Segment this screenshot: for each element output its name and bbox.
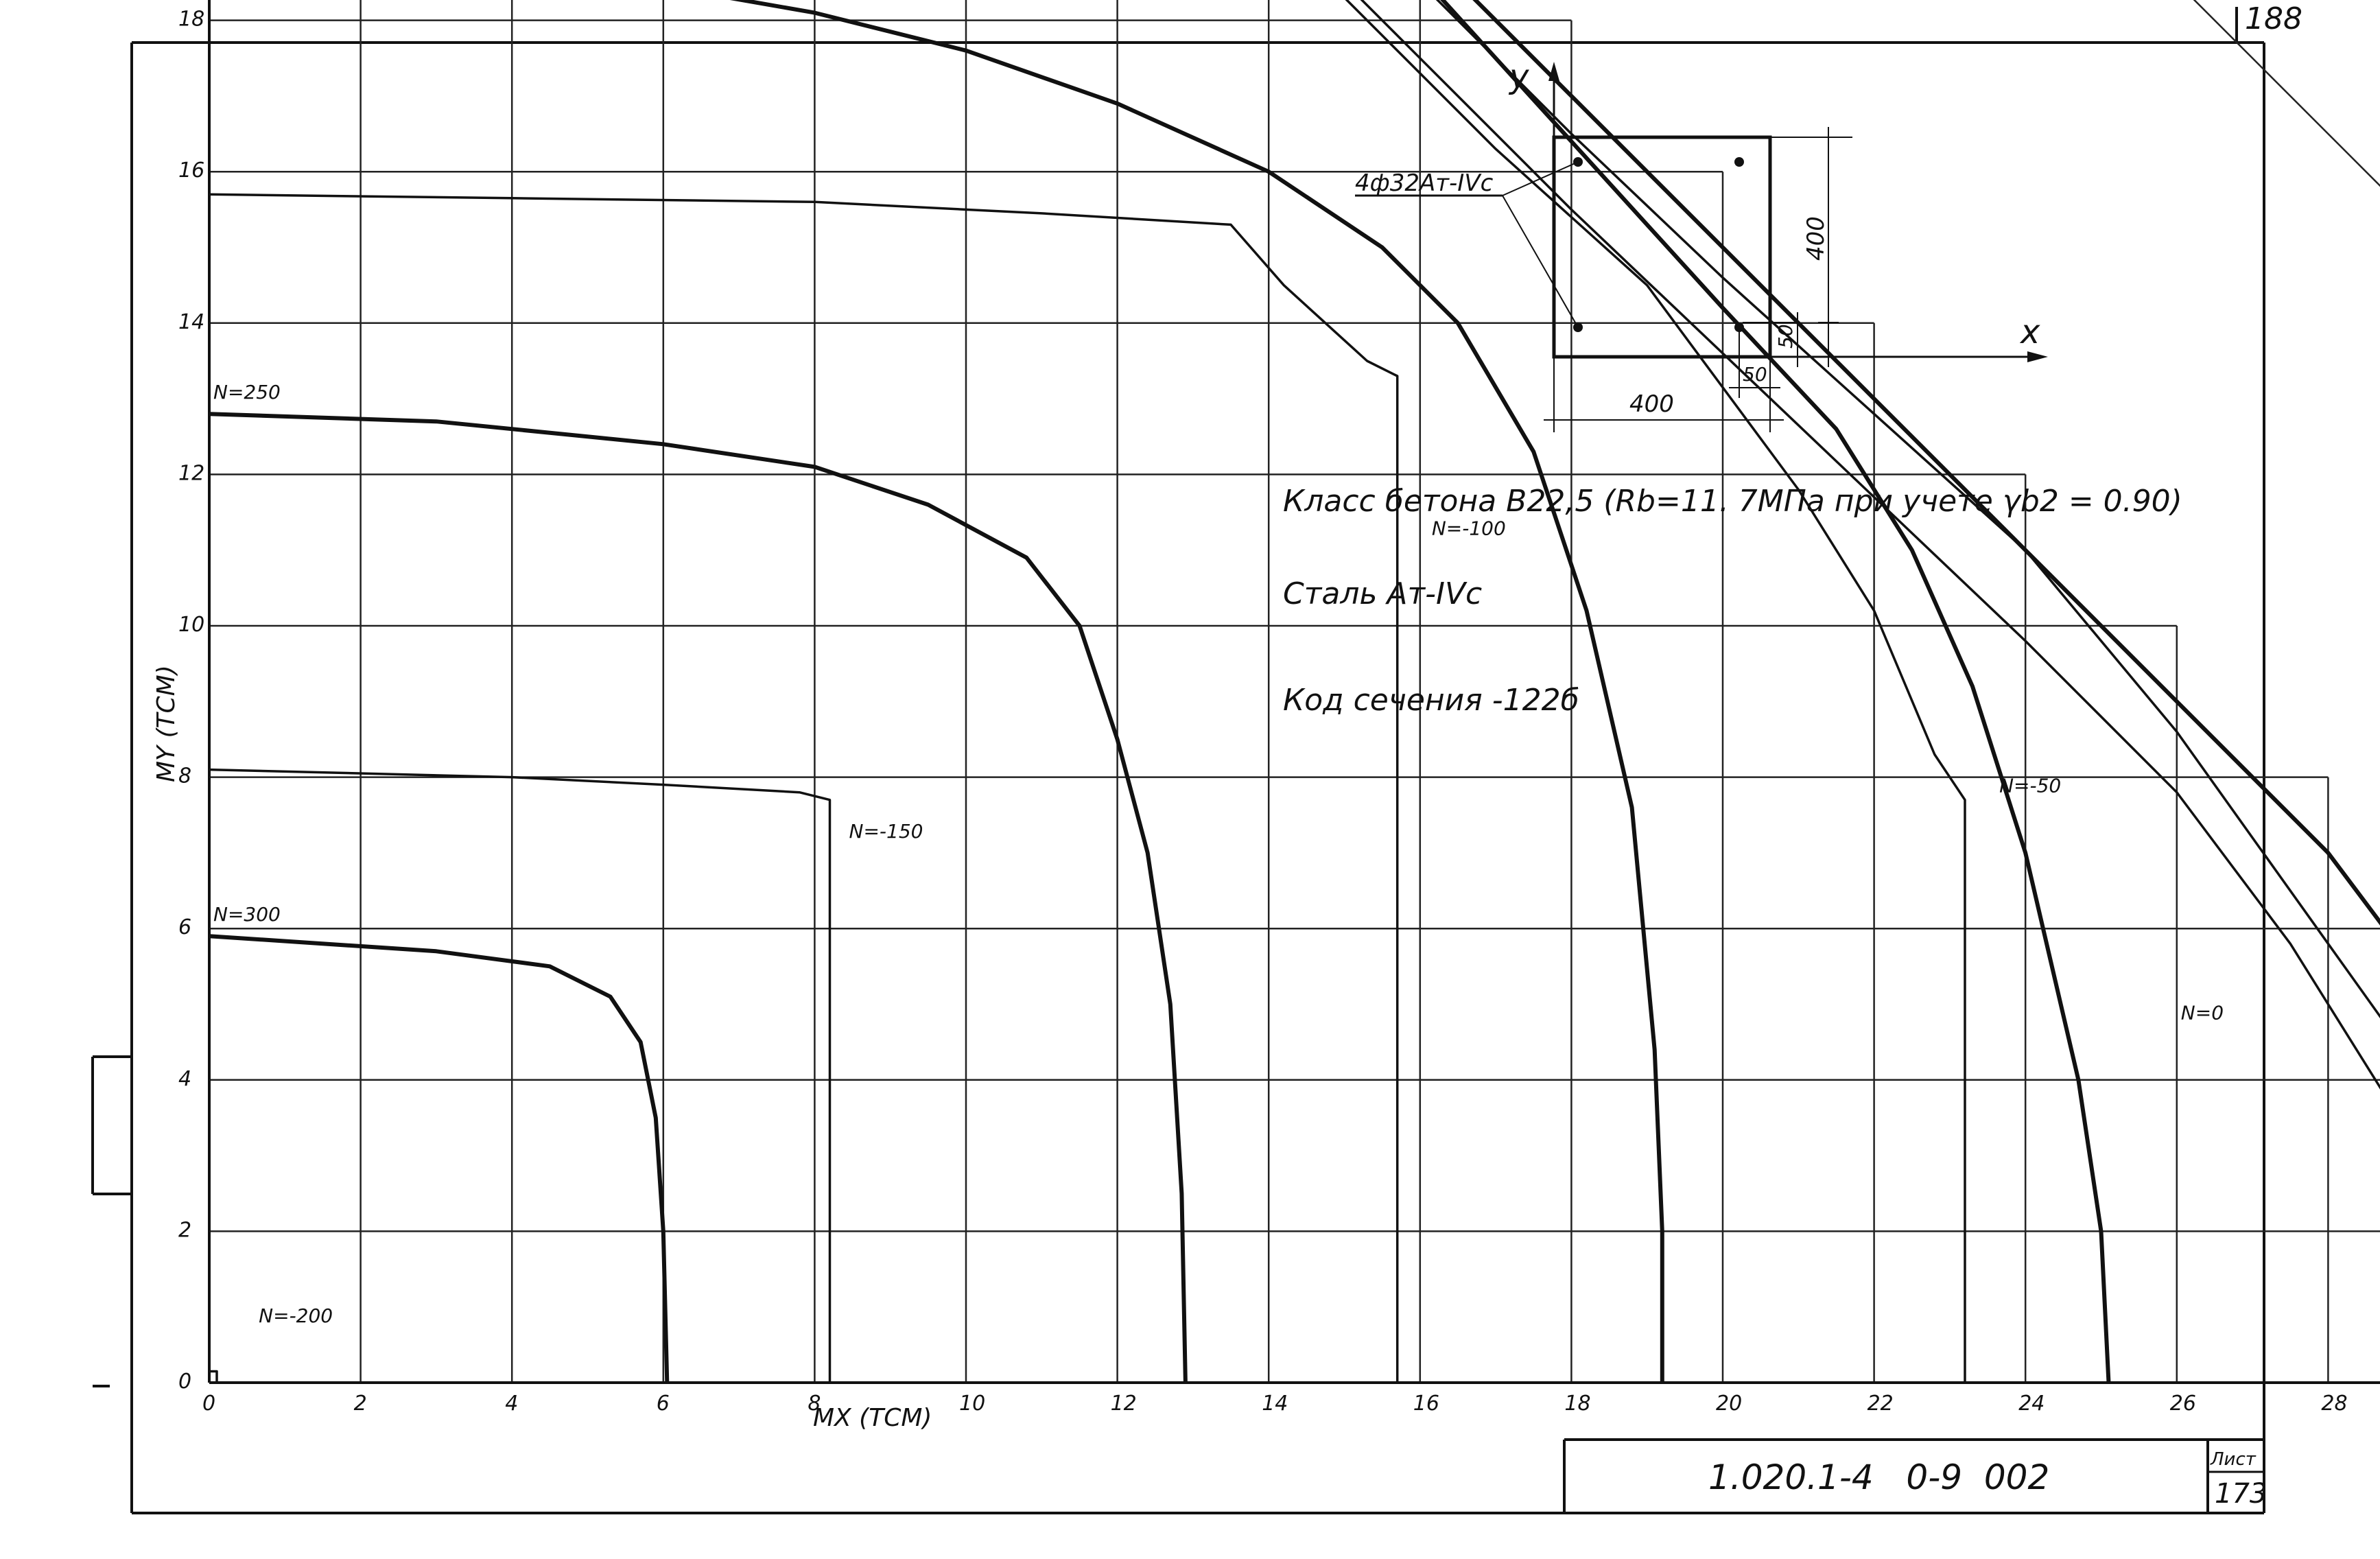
- series-line: [1440, 0, 2111, 1383]
- dimension-width: 400: [1629, 390, 1674, 418]
- series-line: [209, 768, 832, 1383]
- x-tick-label: 8: [808, 1392, 821, 1416]
- series-line: [1435, 0, 2380, 1019]
- chart-curves: [209, 0, 2380, 1383]
- series-line: [1360, 0, 2380, 1090]
- cross-section: 4ф32Ат-IVс 400 400 50 50 x y: [1355, 58, 2048, 432]
- x-tick-label: 18: [1564, 1392, 1590, 1416]
- x-tick-label: 10: [959, 1392, 985, 1416]
- dimension-cover-y: 50: [1774, 324, 1797, 349]
- y-axis-label: MY (ТСМ): [152, 665, 180, 782]
- rebar-dots: [1573, 157, 1744, 332]
- y-tick-label: 2: [178, 1218, 191, 1242]
- y-tick-label: 8: [178, 764, 191, 788]
- series-label: N=-100: [1432, 517, 1506, 540]
- interaction-chart: 0246810121416182022242628303234024681012…: [152, 0, 2380, 1432]
- series-line: [1345, 0, 1966, 1383]
- x-tick-label: 2: [354, 1392, 367, 1416]
- x-axis-label: MX (ТСМ): [813, 1404, 932, 1432]
- series-label: N=250: [213, 381, 281, 403]
- x-tick-label: 6: [657, 1392, 670, 1416]
- list-label: Лист: [2210, 1449, 2257, 1470]
- note-concrete: Класс бетона В22,5 (Rb=11. 7МПа при учет…: [1283, 484, 2182, 519]
- axis-y-label: y: [1508, 58, 1529, 96]
- document-designation: 1.020.1-4 0-9 002: [1708, 1457, 2049, 1497]
- page-number: 188: [2245, 1, 2302, 36]
- series-label: N=-200: [259, 1304, 333, 1327]
- dimension-height: 400: [1802, 216, 1830, 261]
- chart-frame: [208, 0, 2380, 1384]
- note-section-code: Код сечения -122б: [1283, 683, 1579, 718]
- series-label: N=300: [213, 903, 281, 926]
- chart-ticks: 0246810121416182022242628303234024681012…: [178, 8, 2348, 1416]
- x-tick-label: 24: [2018, 1392, 2045, 1416]
- series-label: N=0: [2181, 1002, 2224, 1024]
- x-tick-label: 28: [2321, 1392, 2347, 1416]
- x-tick-label: 4: [505, 1392, 518, 1416]
- rebar-label: 4ф32Ат-IVс: [1355, 169, 1494, 197]
- series-line: [209, 1370, 218, 1383]
- x-tick-label: 26: [2170, 1392, 2196, 1416]
- series-line: [729, 0, 1664, 1383]
- x-tick-label: 22: [1868, 1392, 1894, 1416]
- y-tick-label: 4: [178, 1067, 191, 1091]
- series-labels: N=50N=100N=150N=200N=250N=300N=-50N=-100…: [213, 381, 2224, 1327]
- note-steel: Сталь Ат-IVс: [1283, 576, 1482, 611]
- series-line: [209, 193, 1399, 1383]
- axis-x-label: x: [2019, 313, 2040, 351]
- list-number: 173: [2215, 1478, 2267, 1510]
- y-tick-label: 12: [178, 461, 204, 485]
- series-label: N=-50: [1999, 775, 2061, 797]
- dimension-cover-x: 50: [1743, 363, 1767, 386]
- x-tick-label: 16: [1413, 1392, 1439, 1416]
- y-tick-label: 0: [178, 1370, 191, 1394]
- y-tick-label: 14: [178, 310, 204, 334]
- series-line: [1472, 0, 2380, 926]
- series-line: [209, 412, 1188, 1383]
- title-block: [1563, 1438, 2264, 1513]
- x-tick-label: 14: [1262, 1392, 1288, 1416]
- series-label: N=-150: [849, 820, 923, 843]
- y-tick-label: 18: [178, 8, 204, 32]
- y-tick-label: 6: [178, 915, 191, 939]
- x-tick-label: 20: [1716, 1392, 1742, 1416]
- x-tick-label: 12: [1111, 1392, 1137, 1416]
- y-tick-label: 10: [178, 613, 204, 637]
- y-tick-label: 16: [178, 159, 204, 183]
- x-tick-label: 0: [202, 1392, 215, 1416]
- series-line: [209, 934, 670, 1383]
